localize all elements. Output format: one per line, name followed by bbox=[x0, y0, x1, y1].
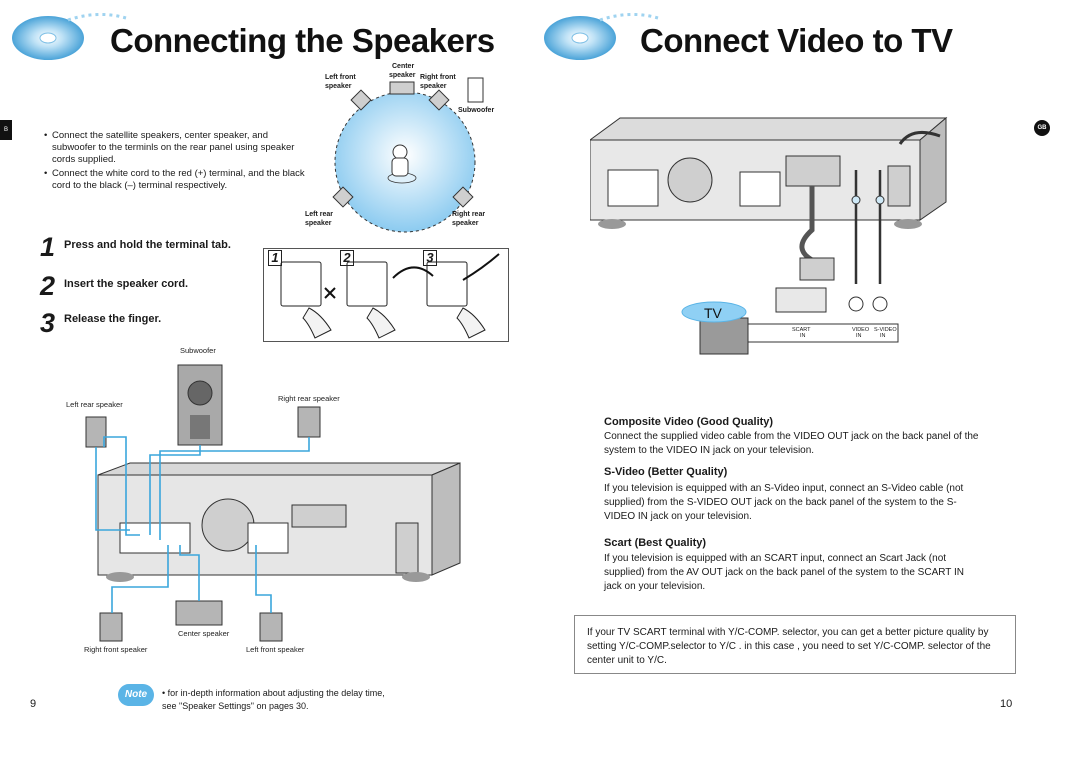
right-front-speaker-label: speaker bbox=[420, 83, 447, 90]
right-front-label: Right front bbox=[420, 74, 456, 81]
page-title-left: Connecting the Speakers bbox=[110, 22, 495, 59]
step-text: Release the finger. bbox=[64, 313, 162, 325]
note-badge: Note bbox=[118, 684, 154, 706]
step-panel-number: 1 bbox=[268, 250, 282, 266]
tv-connection-diagram bbox=[590, 116, 948, 355]
receiver-unit-icon bbox=[97, 462, 461, 582]
center-label: Center bbox=[392, 63, 415, 70]
bullet-list: •Connect the satellite speakers, center … bbox=[44, 130, 306, 192]
listener-icon bbox=[387, 144, 417, 184]
video-in-label: IN bbox=[856, 333, 862, 339]
center-speaker-label: speaker bbox=[389, 72, 416, 79]
page-number-left: 9 bbox=[30, 698, 37, 710]
subwoofer-icon bbox=[177, 364, 223, 446]
section-body: If you television is equipped with an S-… bbox=[604, 483, 964, 522]
speaker-layout-diagram bbox=[332, 77, 484, 233]
cd-logo-icon bbox=[544, 13, 659, 60]
page-title-right: Connect Video to TV bbox=[640, 22, 953, 59]
step-text: Press and hold the terminal tab. bbox=[64, 239, 231, 251]
cd-logo-icon bbox=[12, 13, 127, 60]
center-speaker-icon bbox=[175, 600, 223, 626]
right-rear-speaker-label: speaker bbox=[452, 220, 479, 227]
bullet-item: •Connect the white cord to the red (+) t… bbox=[44, 168, 305, 191]
svideo-label: S-VIDEO bbox=[874, 327, 897, 333]
step-illustration-panel bbox=[263, 248, 509, 342]
note-text: • for in-depth information about adjusti… bbox=[162, 688, 385, 711]
video-label: VIDEO bbox=[852, 327, 870, 333]
step-number: 1 bbox=[40, 232, 56, 262]
step-text: Insert the speaker cord. bbox=[64, 278, 189, 290]
section-body: Connect the supplied video cable from th… bbox=[604, 431, 979, 456]
right-rear-label: Right rear bbox=[452, 211, 486, 218]
bullet-item: •Connect the satellite speakers, center … bbox=[44, 130, 295, 165]
section-heading: S-Video (Better Quality) bbox=[604, 466, 728, 478]
step-number: 3 bbox=[40, 308, 56, 338]
speaker-wiring-diagram bbox=[85, 364, 461, 642]
tv-label: TV bbox=[704, 305, 722, 321]
center-speaker-label: Center speaker bbox=[178, 629, 230, 638]
note-badge-label: Note bbox=[124, 689, 148, 700]
gb-language-badge: GB bbox=[1034, 120, 1050, 136]
right-front-speaker-label: Right front speaker bbox=[84, 645, 148, 654]
left-front-speaker-label: speaker bbox=[325, 83, 352, 90]
subwoofer-label-top: Subwoofer bbox=[458, 107, 495, 114]
section-heading: Scart (Best Quality) bbox=[604, 537, 707, 549]
left-front-label: Left front bbox=[325, 74, 356, 81]
svideo-in-label: IN bbox=[880, 333, 886, 339]
scart-label: SCART bbox=[792, 327, 811, 333]
terminal-illustration bbox=[280, 253, 500, 339]
page-number-right: 10 bbox=[1000, 698, 1013, 710]
note-box-text: If your TV SCART terminal with Y/C-COMP.… bbox=[587, 627, 991, 666]
step-panel-number: 3 bbox=[423, 250, 437, 266]
language-tab: B bbox=[0, 120, 12, 140]
subwoofer-label: Subwoofer bbox=[180, 346, 216, 355]
right-rear-speaker-label: Right rear speaker bbox=[278, 394, 340, 403]
step-number: 2 bbox=[40, 271, 56, 301]
right-front-speaker-icon bbox=[99, 612, 123, 642]
note-box: If your TV SCART terminal with Y/C-COMP.… bbox=[574, 615, 1016, 674]
right-rear-speaker-icon bbox=[297, 406, 321, 438]
left-rear-speaker-label: Left rear speaker bbox=[66, 400, 123, 409]
left-front-speaker-label: Left front speaker bbox=[246, 645, 305, 654]
scart-in-label: IN bbox=[800, 333, 806, 339]
left-rear-speaker-label: speaker bbox=[305, 220, 332, 227]
left-front-speaker-icon bbox=[259, 612, 283, 642]
section-heading: Composite Video (Good Quality) bbox=[604, 416, 774, 428]
section-body: If you television is equipped with an SC… bbox=[604, 553, 964, 592]
left-rear-label: Left rear bbox=[305, 211, 334, 218]
left-rear-speaker-icon bbox=[85, 416, 107, 448]
step-panel-number: 2 bbox=[340, 250, 354, 266]
